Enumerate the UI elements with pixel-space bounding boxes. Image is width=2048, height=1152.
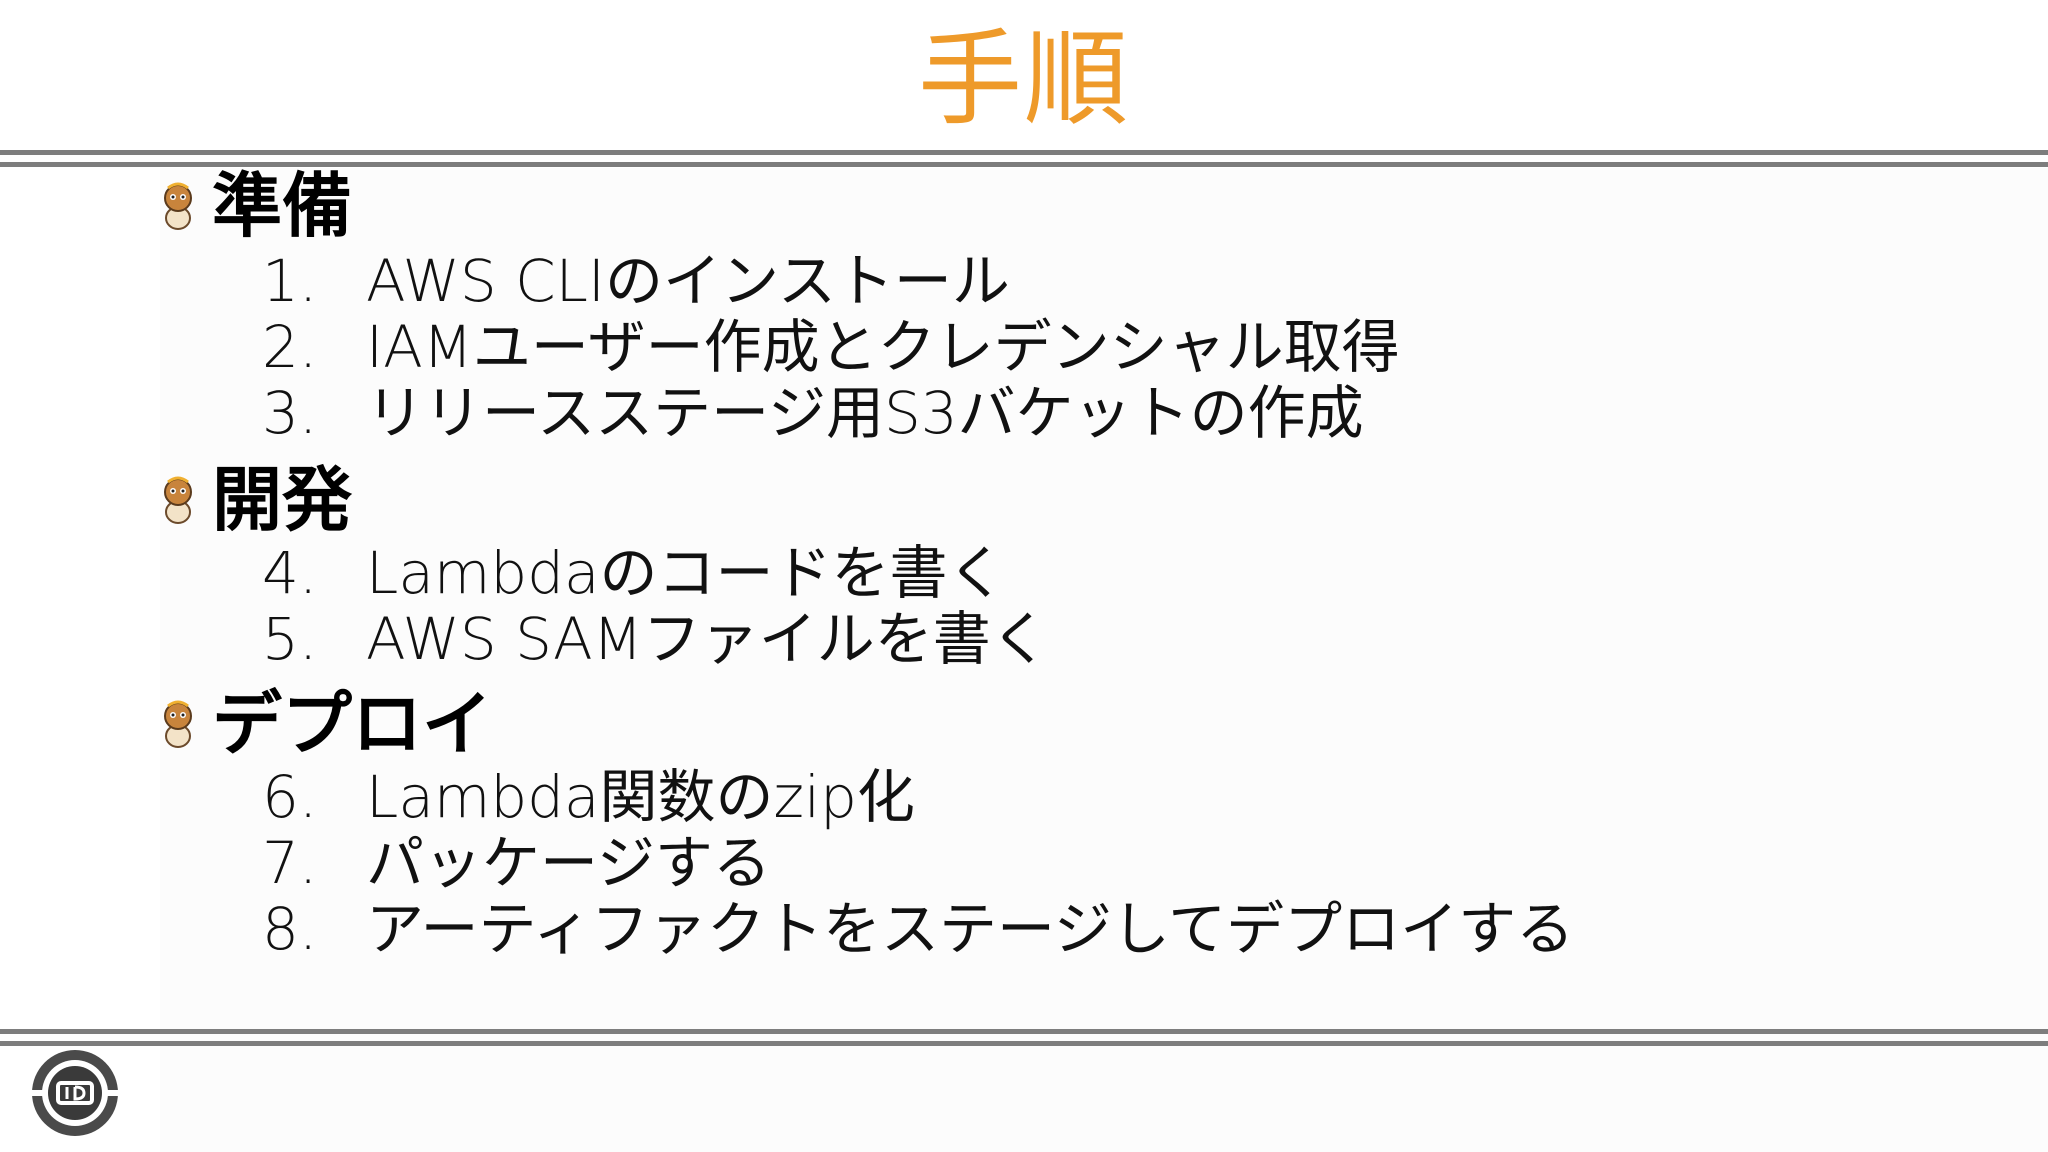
content-background [160, 168, 2048, 1152]
top-divider [0, 150, 2048, 167]
list-item: 5. AWS SAMファイルを書く [262, 606, 1049, 672]
item-text: IAMユーザー作成とクレデンシャル取得 [366, 313, 1400, 381]
item-number: 6. [262, 763, 318, 831]
section-heading-preparation: 準備 [160, 166, 352, 246]
section-heading-deploy: デプロイ [160, 684, 492, 764]
item-text: アーティファクトをステージしてデプロイする [366, 895, 1575, 963]
bottom-divider [0, 1029, 2048, 1046]
circular-logo-icon [32, 1050, 118, 1136]
list-item: 3. リリースステージ用S3バケットの作成 [262, 380, 1364, 446]
item-text: AWS SAMファイルを書く [366, 605, 1049, 673]
item-number: 2. [262, 313, 318, 381]
slide-title: 手順 [917, 18, 1130, 140]
section-heading-development: 開発 [160, 460, 352, 540]
item-number: 7. [262, 829, 318, 897]
mascot-icon [164, 476, 192, 524]
item-text: Lambda関数のzip化 [366, 763, 915, 831]
item-text: リリースステージ用S3バケットの作成 [366, 379, 1364, 447]
item-number: 8. [262, 895, 318, 963]
list-item: 2. IAMユーザー作成とクレデンシャル取得 [262, 314, 1400, 380]
item-text: パッケージする [366, 829, 771, 897]
section-label: 開発 [212, 459, 352, 541]
mascot-icon [164, 182, 192, 230]
item-text: AWS CLIのインストール [366, 247, 1010, 315]
list-item: 7. パッケージする [262, 830, 771, 896]
mascot-icon [164, 700, 192, 748]
list-item: 1. AWS CLIのインストール [262, 248, 1010, 314]
list-item: 6. Lambda関数のzip化 [262, 764, 915, 830]
list-item: 8. アーティファクトをステージしてデプロイする [262, 896, 1574, 962]
item-number: 5. [262, 605, 318, 673]
list-item: 4. Lambdaのコードを書く [262, 540, 1006, 606]
item-number: 1. [262, 247, 318, 315]
item-number: 4. [262, 539, 318, 607]
item-number: 3. [262, 379, 318, 447]
section-label: 準備 [212, 165, 352, 247]
section-label: デプロイ [212, 683, 492, 765]
item-text: Lambdaのコードを書く [366, 539, 1006, 607]
